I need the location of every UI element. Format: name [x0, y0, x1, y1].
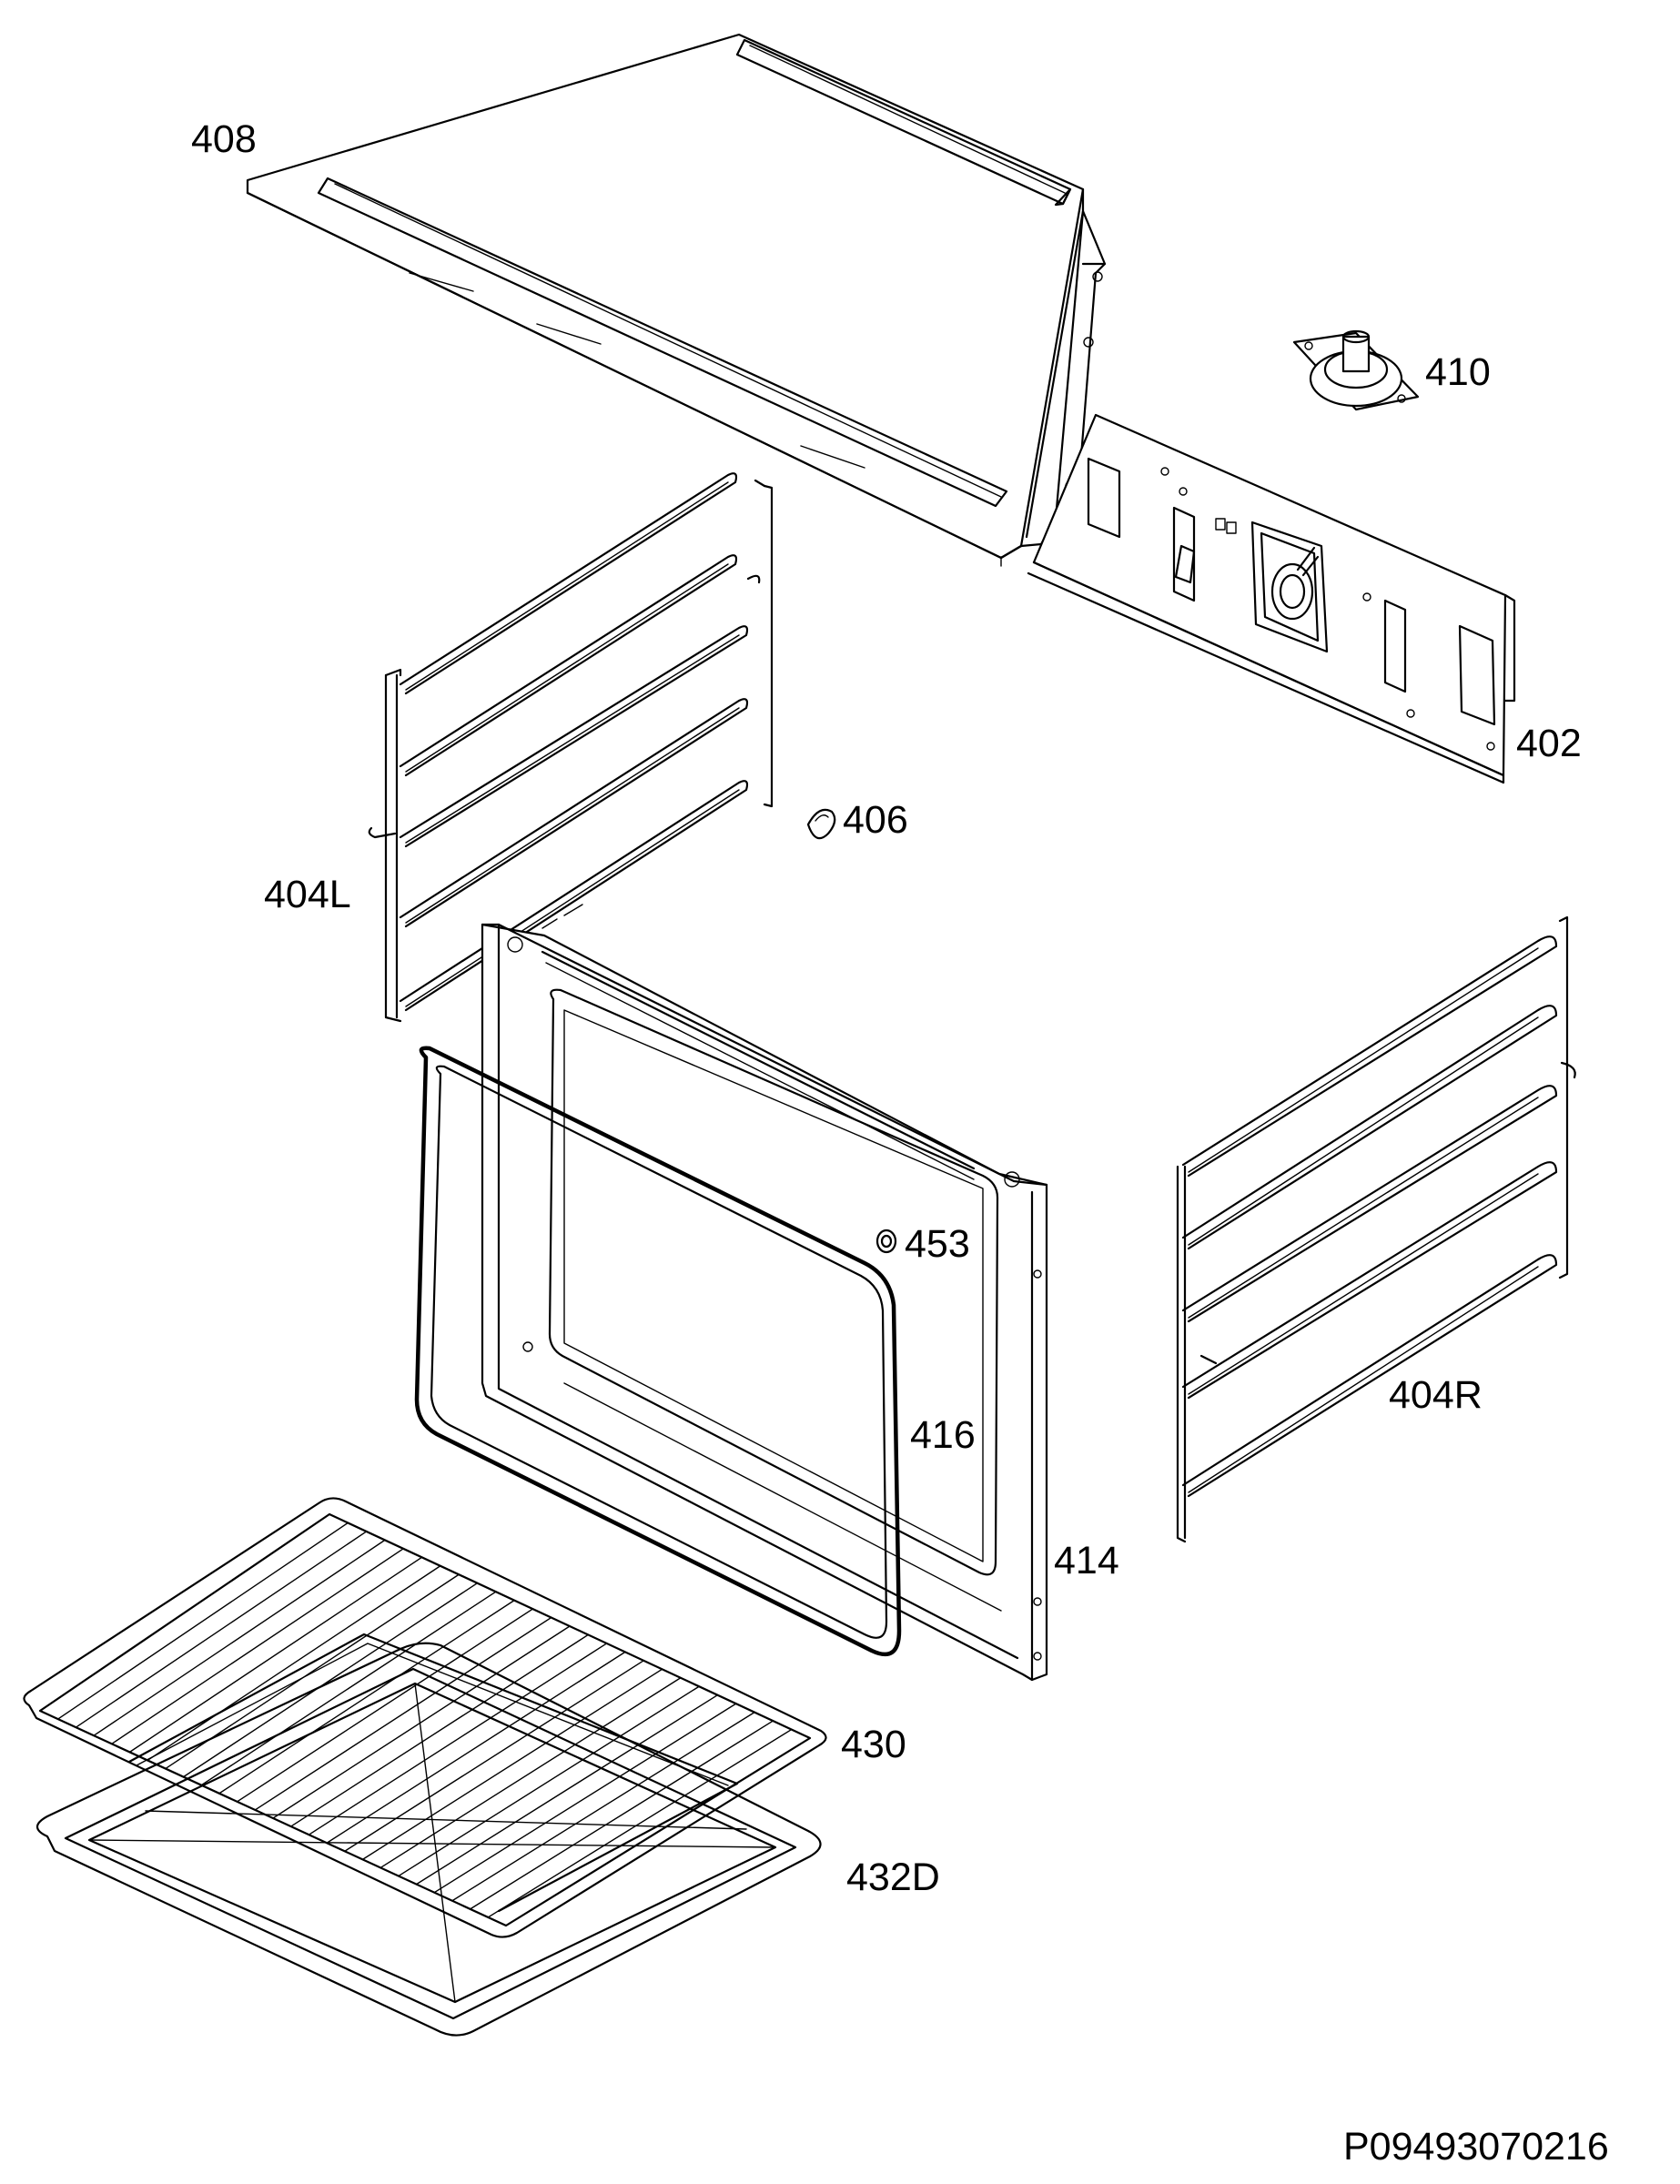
shelf-wire: [218, 1599, 515, 1795]
shelf-wire: [128, 1556, 423, 1754]
label-414: 414: [1054, 1539, 1119, 1582]
part-404l-left-shelf-support: [368, 472, 774, 1023]
part-406-clip: [806, 808, 836, 840]
label-430: 430: [841, 1723, 906, 1766]
shelf-wire: [451, 1711, 755, 1902]
shelf-wire: [254, 1616, 552, 1811]
shelf-wire: [415, 1694, 719, 1886]
part-402-back-panel: [1027, 413, 1516, 784]
shelf-wire: [289, 1633, 590, 1827]
part-414-front-frame: [481, 923, 1048, 1682]
shelf-wire: [111, 1548, 404, 1745]
label-404l: 404L: [264, 873, 351, 916]
shelf-wire: [182, 1582, 479, 1778]
label-453: 453: [905, 1222, 970, 1266]
shelf-wire: [361, 1668, 663, 1861]
shelf-wire: [308, 1643, 608, 1835]
shelf-wire: [93, 1539, 386, 1736]
label-402: 402: [1516, 722, 1582, 765]
shelf-wire: [200, 1591, 497, 1786]
shelf-wire: [380, 1677, 682, 1869]
label-410: 410: [1425, 350, 1491, 394]
part-453-fastener: [875, 1228, 897, 1254]
label-432d: 432D: [846, 1855, 940, 1899]
shelf-wire: [344, 1660, 644, 1853]
part-408-top-cover: [246, 33, 1107, 567]
label-406: 406: [843, 798, 908, 842]
shelf-wire: [469, 1720, 774, 1910]
part-416-door-gasket: [414, 1046, 902, 1657]
shelf-wire: [487, 1728, 793, 1918]
part-432d-baking-tray: [35, 1642, 822, 2037]
document-code: P09493070216: [1343, 2125, 1609, 2169]
shelf-wire: [165, 1573, 460, 1770]
label-408: 408: [191, 117, 257, 161]
shelf-wire: [75, 1531, 368, 1728]
part-430-wire-shelf: [23, 1497, 827, 1938]
shelf-wire: [398, 1685, 700, 1877]
shelf-wire: [433, 1703, 737, 1894]
shelf-wire: [272, 1625, 571, 1819]
shelf-wire: [56, 1522, 349, 1720]
shelf-wire: [147, 1565, 441, 1762]
part-410-fan-motor: [1292, 329, 1420, 411]
label-416: 416: [910, 1413, 976, 1457]
part-404r-right-shelf-support: [1176, 915, 1576, 1543]
label-404r: 404R: [1389, 1373, 1483, 1417]
shelf-wire: [326, 1651, 626, 1844]
shelf-wire: [236, 1608, 534, 1803]
